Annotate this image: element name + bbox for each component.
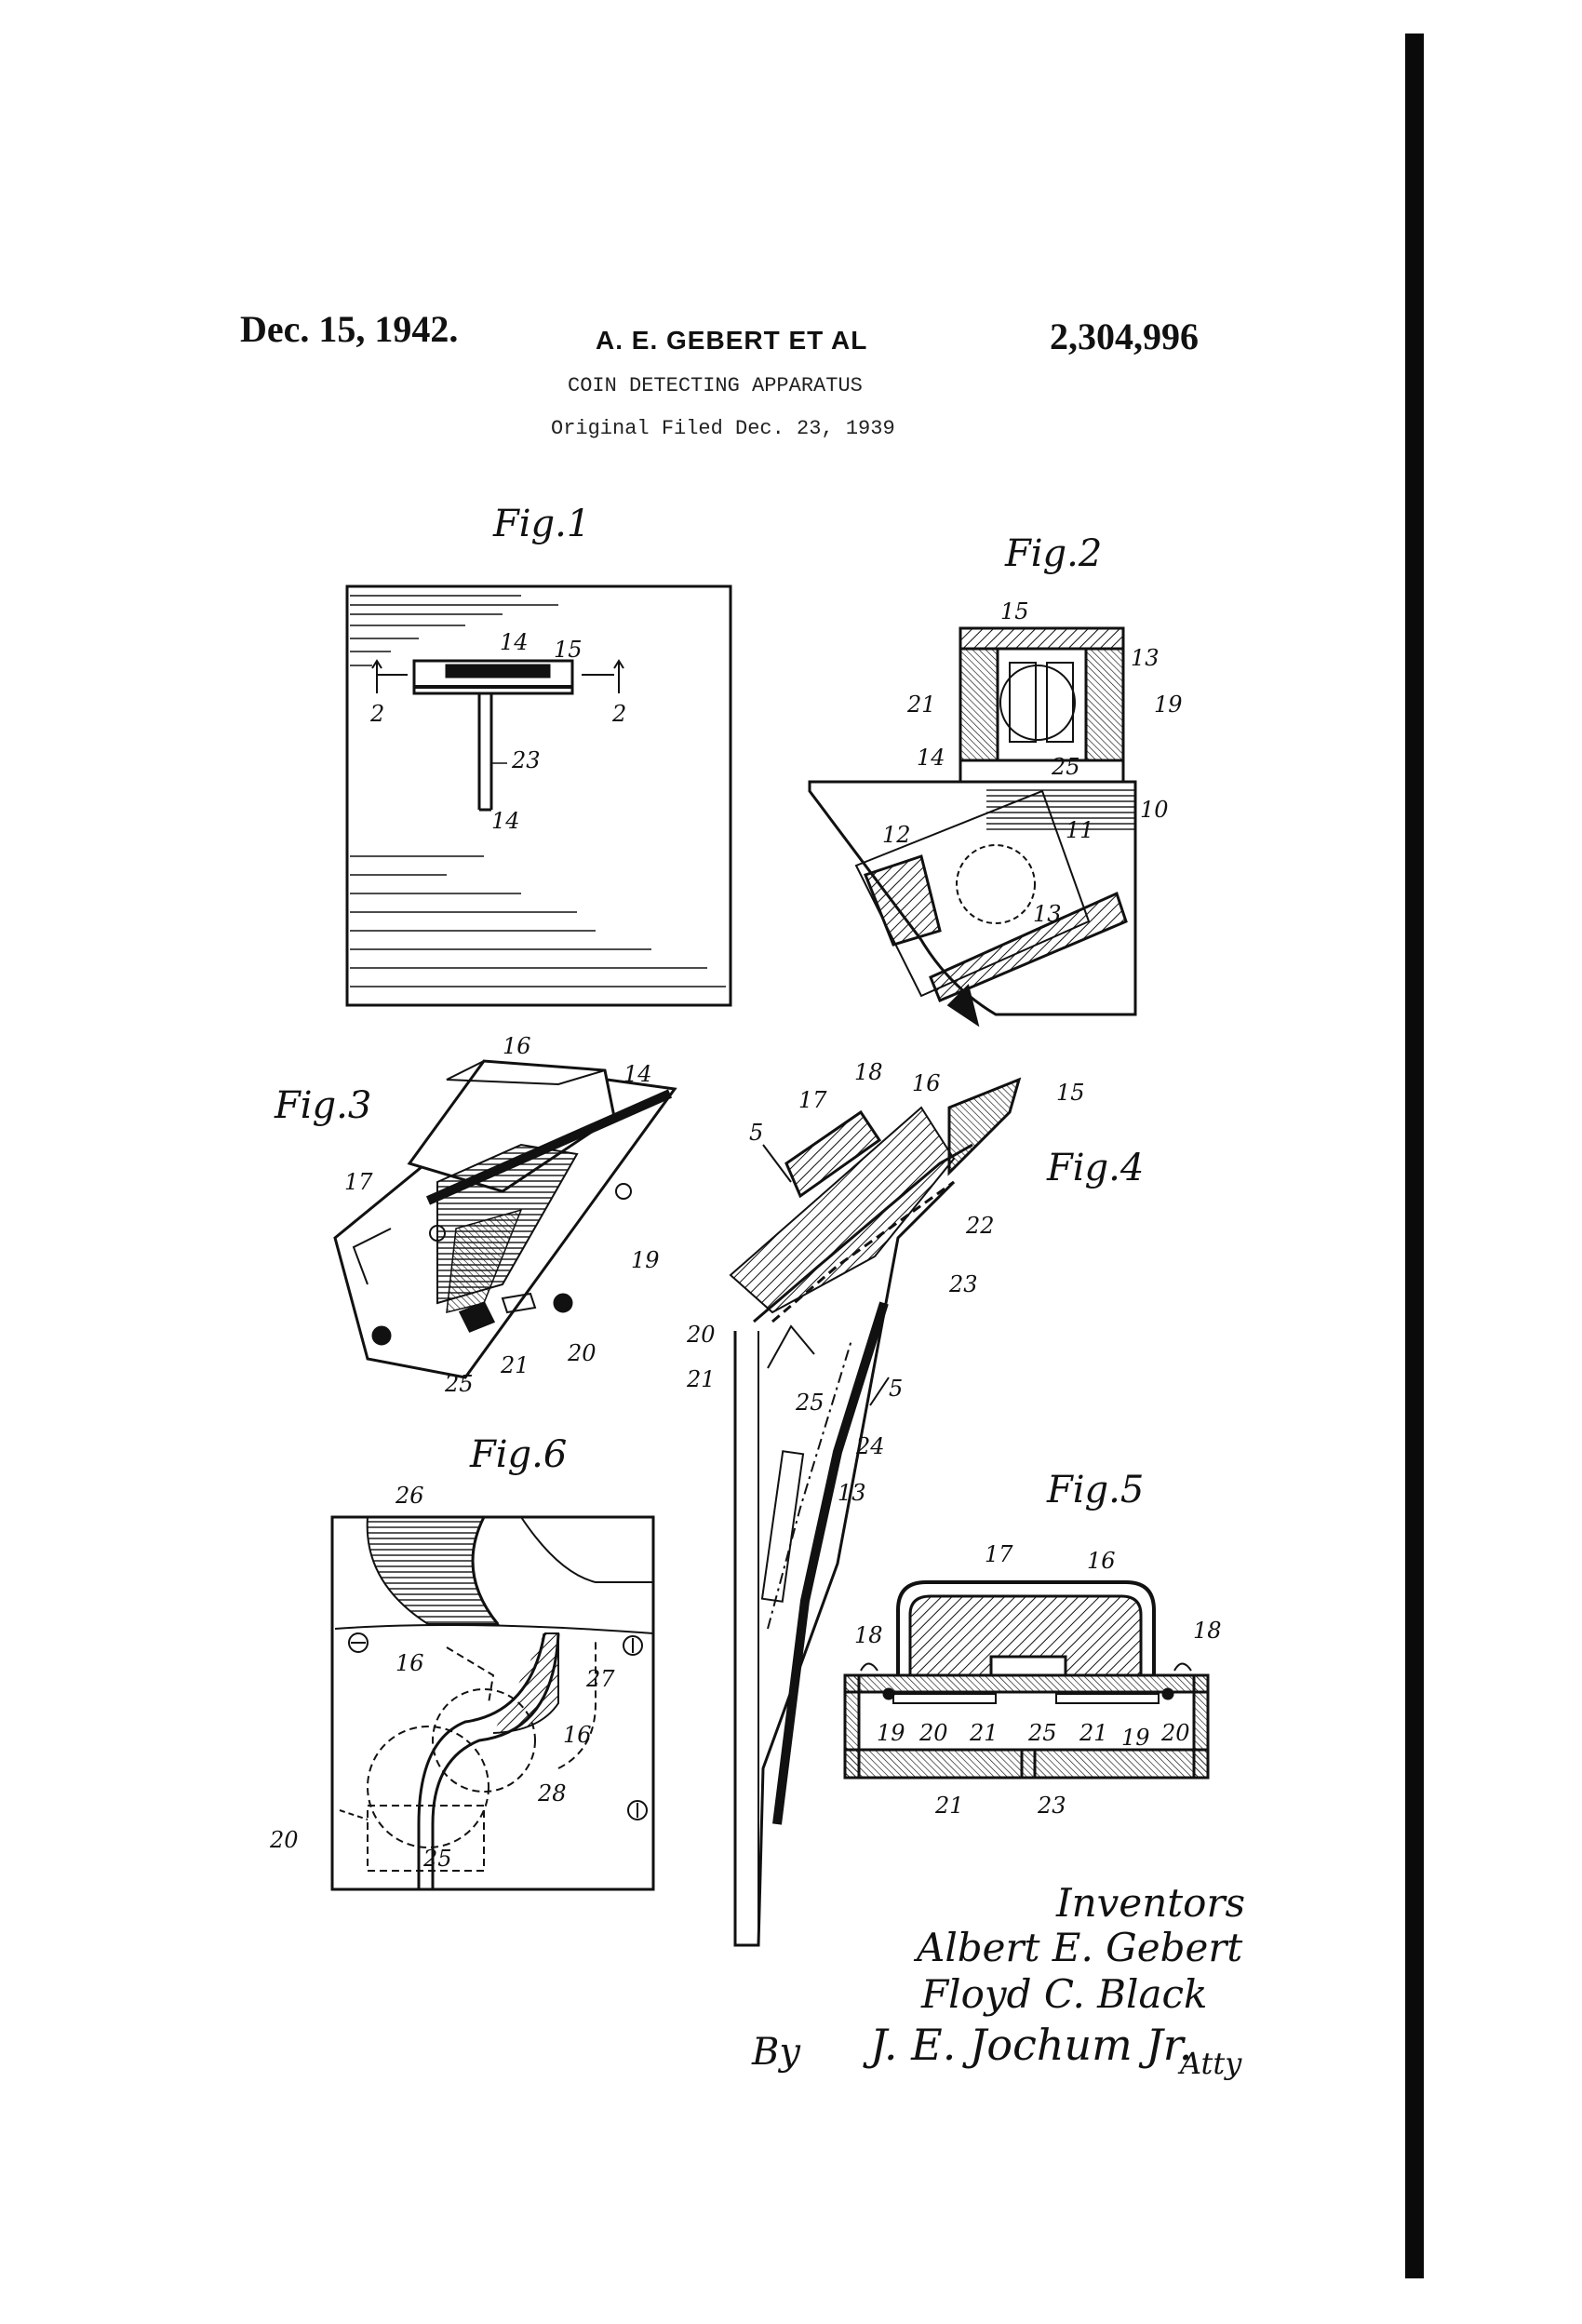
fig6-ref: 27: [585, 1666, 615, 1692]
fig1-ref: 23: [511, 747, 541, 773]
fig2-label: Fig.2: [1005, 532, 1103, 575]
fig4-ref: 23: [948, 1271, 978, 1297]
patent-number: 2,304,996: [1050, 316, 1199, 357]
fig2-ref: 12: [882, 822, 911, 848]
fig2-ref: 13: [1131, 645, 1160, 671]
fig2-ref: 11: [1066, 817, 1094, 843]
inventor-1-signature: Albert E. Gebert: [917, 1925, 1243, 1970]
inventor-2-signature: Floyd C. Black: [921, 1971, 1208, 2017]
fig6-ref: 28: [537, 1780, 567, 1807]
margin-rule: [1405, 34, 1424, 2278]
fig5-ref: 20: [1160, 1720, 1190, 1746]
fig6-ref: 16: [563, 1722, 592, 1748]
attorney-signature: J. E. Jochum Jr.: [870, 2020, 1193, 2070]
fig1-ref: 14: [491, 808, 520, 834]
fig2-drawing: [808, 626, 1137, 1028]
fig3-label: Fig.3: [275, 1084, 372, 1127]
fig5-ref: 21: [1079, 1720, 1108, 1746]
fig5-ref: 19: [877, 1720, 905, 1746]
fig4-drawing: [729, 1077, 1022, 1947]
fig6-ref: 20: [269, 1827, 299, 1853]
fig5-ref: 20: [918, 1720, 948, 1746]
attorney-suffix: Atty: [1180, 2046, 1242, 2081]
fig3-ref: 20: [567, 1340, 597, 1366]
fig4-refs: 18 16 15 17 5 22 23 20 21 25 5 24 13: [686, 1059, 1085, 1506]
fig3-ref: 21: [500, 1352, 530, 1378]
fig3-refs: 16 14 17 19 25 21 20: [344, 1033, 660, 1397]
fig6-ref: 25: [422, 1846, 452, 1872]
fig2-ref: 21: [906, 692, 936, 718]
fig4-ref: 17: [798, 1087, 827, 1113]
fig5-ref: 17: [985, 1541, 1013, 1567]
fig6-ref: 26: [395, 1483, 424, 1509]
fig6-ref: 16: [396, 1650, 424, 1676]
fig4-ref: 20: [686, 1322, 716, 1348]
fig4-ref: 16: [912, 1070, 941, 1096]
fig5-ref: 23: [1037, 1793, 1066, 1819]
fig4-ref: 5: [889, 1376, 903, 1402]
fig4-ref: 13: [838, 1480, 866, 1506]
fig3-ref: 17: [344, 1169, 373, 1195]
fig5-ref: 21: [969, 1720, 999, 1746]
fig5-ref: 18: [854, 1622, 883, 1648]
patent-date: Dec. 15, 1942.: [240, 308, 459, 350]
fig5-label: Fig.5: [1047, 1469, 1145, 1511]
fig3-ref: 25: [444, 1371, 474, 1397]
fig5-refs: 17 16 18 18 19 20 21 25 21 19 20 21 23: [854, 1541, 1222, 1819]
filing-note: Original Filed Dec. 23, 1939: [551, 417, 895, 440]
fig6-label: Fig.6: [470, 1433, 568, 1476]
fig1-ref: 2: [611, 701, 626, 727]
fig5-ref: 21: [934, 1793, 964, 1819]
inventor-line: A. E. GEBERT ET AL: [596, 326, 868, 355]
fig1-refs: 14 15 2 2 23 14: [369, 629, 626, 834]
fig2-ref: 13: [1033, 901, 1062, 927]
fig2-refs: 15 13 19 21 25 14 10 12 11 13: [882, 598, 1183, 927]
fig2-ref: 19: [1154, 692, 1183, 718]
inventors-heading: Inventors: [1056, 1880, 1246, 1926]
fig4-ref: 5: [749, 1120, 763, 1146]
fig4-ref: 25: [795, 1390, 825, 1416]
fig2-ref: 25: [1051, 754, 1080, 780]
fig4-label: Fig.4: [1047, 1147, 1145, 1189]
fig5-ref: 16: [1087, 1548, 1116, 1574]
fig2-ref: 10: [1140, 797, 1169, 823]
fig5-ref: 18: [1193, 1618, 1222, 1644]
fig3-ref: 14: [623, 1061, 652, 1087]
fig4-ref: 21: [686, 1366, 716, 1392]
fig3-ref: 19: [631, 1247, 660, 1273]
fig6-drawing: [330, 1515, 655, 1891]
fig5-ref: 25: [1027, 1720, 1057, 1746]
fig1-ref: 15: [554, 637, 583, 663]
fig2-ref: 15: [1000, 598, 1029, 625]
fig3-ref: 16: [503, 1033, 531, 1059]
fig4-ref: 24: [855, 1433, 885, 1459]
fig1-ref: 14: [500, 629, 529, 655]
fig4-ref: 22: [965, 1213, 995, 1239]
by-label: By: [752, 2031, 800, 2074]
fig4-ref: 15: [1056, 1080, 1085, 1106]
fig5-ref: 19: [1121, 1725, 1150, 1751]
fig6-refs: 26 16 27 16 28 20 25: [269, 1483, 615, 1872]
fig1-label: Fig.1: [493, 503, 591, 545]
fig4-ref: 18: [854, 1059, 883, 1085]
fig3-drawing: [333, 1059, 677, 1379]
fig1-ref: 2: [369, 701, 384, 727]
fig2-ref: 14: [917, 745, 945, 771]
patent-title: COIN DETECTING APPARATUS: [568, 374, 863, 397]
fig1-drawing: [345, 584, 732, 1007]
fig5-drawing: [843, 1580, 1210, 1780]
